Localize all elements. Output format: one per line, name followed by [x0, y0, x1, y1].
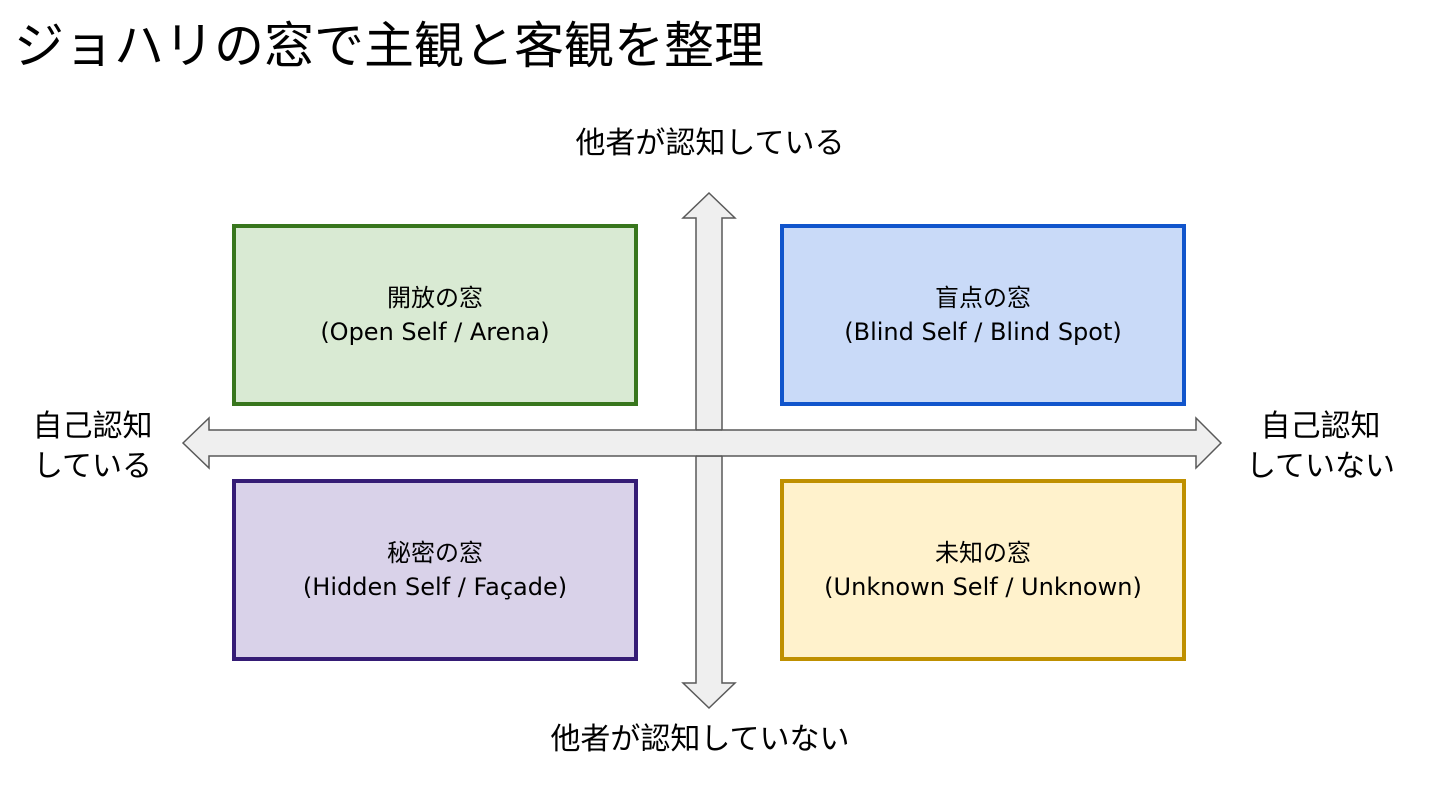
axis-crossing	[696, 430, 722, 456]
quadrant-hidden-self: 秘密の窓 (Hidden Self / Façade)	[232, 479, 638, 661]
axis-label-left-line1: 自己認知	[32, 409, 153, 444]
quadrant-unknown-self: 未知の窓 (Unknown Self / Unknown)	[780, 479, 1186, 661]
quadrant-name: 未知の窓	[935, 539, 1031, 567]
axis-label-left-line2: している	[32, 449, 153, 484]
quadrant-name: 開放の窓	[387, 284, 483, 312]
axis-label-right-line2: していない	[1245, 449, 1396, 484]
quadrant-blind-self: 盲点の窓 (Blind Self / Blind Spot)	[780, 224, 1186, 406]
quadrant-subtitle: (Open Self / Arena)	[320, 318, 550, 346]
quadrant-open-self: 開放の窓 (Open Self / Arena)	[232, 224, 638, 406]
quadrant-name: 秘密の窓	[387, 539, 483, 567]
quadrant-name: 盲点の窓	[935, 284, 1031, 312]
axis-label-left: 自己認知 している	[10, 407, 175, 487]
page-title: ジョハリの窓で主観と客観を整理	[14, 17, 764, 75]
axis-label-top: 他者が認知している	[575, 126, 845, 161]
quadrant-subtitle: (Hidden Self / Façade)	[302, 573, 568, 601]
axis-label-right-line1: 自己認知	[1260, 409, 1381, 444]
axis-label-right: 自己認知 していない	[1228, 407, 1413, 487]
quadrant-subtitle: (Blind Self / Blind Spot)	[844, 318, 1122, 346]
quadrant-subtitle: (Unknown Self / Unknown)	[824, 573, 1142, 601]
axis-label-bottom: 他者が認知していない	[550, 722, 850, 757]
